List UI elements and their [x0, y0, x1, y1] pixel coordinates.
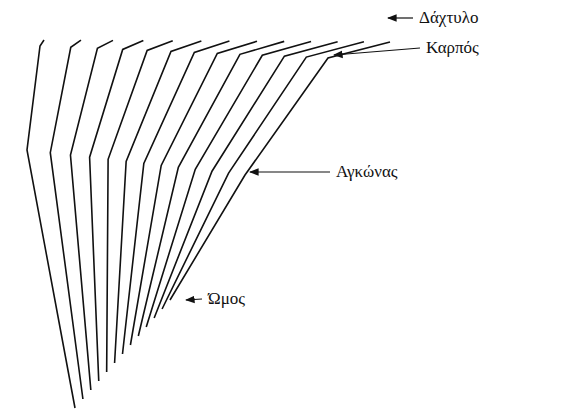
arm-line [146, 42, 311, 327]
part-label: Δάχτυλο [418, 8, 479, 28]
part-label: Ώμος [207, 289, 246, 309]
part-label: Καρπός [425, 38, 480, 58]
arm-line [50, 40, 83, 399]
leader-arrow [186, 299, 202, 300]
leader-arrow [250, 171, 330, 172]
arm-line [162, 42, 364, 309]
arm-line [27, 40, 75, 408]
leader-arrow [334, 48, 420, 55]
leader-arrow [388, 17, 413, 18]
arm-line [138, 41, 284, 336]
part-label: Αγκώνας [335, 162, 399, 182]
arm-line [130, 41, 257, 345]
